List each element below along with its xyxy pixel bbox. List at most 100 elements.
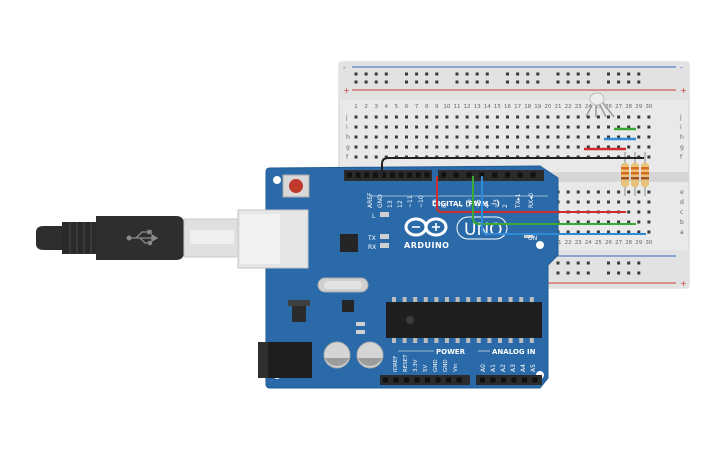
breadboard-hole[interactable] (627, 210, 631, 214)
breadboard-hole[interactable] (354, 145, 358, 149)
rail-hole[interactable] (415, 80, 419, 84)
breadboard-hole[interactable] (607, 145, 610, 149)
breadboard-hole[interactable] (576, 135, 580, 139)
analog-pin-header[interactable] (476, 375, 542, 385)
breadboard-hole[interactable] (506, 145, 509, 149)
breadboard-hole[interactable] (405, 115, 408, 119)
breadboard-hole[interactable] (475, 135, 479, 139)
breadboard-hole[interactable] (627, 190, 631, 194)
breadboard-hole[interactable] (536, 145, 540, 149)
rail-hole[interactable] (566, 80, 570, 84)
breadboard-hole[interactable] (647, 200, 651, 204)
digital-pin-socket[interactable] (530, 172, 536, 178)
rail-hole[interactable] (576, 261, 580, 265)
digital-pin-socket[interactable] (441, 172, 446, 178)
breadboard-hole[interactable] (475, 125, 479, 129)
digital-pin-socket[interactable] (505, 172, 510, 178)
breadboard-hole[interactable] (637, 210, 641, 214)
analog-pin-socket[interactable] (532, 377, 538, 383)
breadboard-hole[interactable] (546, 135, 550, 139)
red-wire[interactable] (436, 176, 626, 213)
breadboard-hole[interactable] (596, 115, 600, 119)
breadboard-hole[interactable] (627, 135, 631, 139)
rail-hole[interactable] (405, 72, 408, 76)
breadboard-hole[interactable] (627, 125, 631, 129)
breadboard-hole[interactable] (586, 145, 590, 149)
breadboard-hole[interactable] (647, 155, 651, 159)
breadboard-hole[interactable] (415, 125, 419, 129)
breadboard-hole[interactable] (526, 145, 530, 149)
breadboard-hole[interactable] (617, 115, 621, 119)
breadboard-hole[interactable] (637, 115, 641, 119)
rail-hole[interactable] (485, 80, 489, 84)
breadboard-hole[interactable] (596, 145, 600, 149)
breadboard-hole[interactable] (536, 135, 540, 139)
breadboard-hole[interactable] (596, 190, 600, 194)
breadboard-hole[interactable] (607, 200, 610, 204)
analog-pin-socket[interactable] (522, 377, 527, 383)
breadboard-hole[interactable] (576, 230, 580, 234)
rail-hole[interactable] (617, 80, 621, 84)
breadboard-hole[interactable] (566, 190, 570, 194)
breadboard-hole[interactable] (374, 145, 378, 149)
breadboard-hole[interactable] (485, 145, 489, 149)
breadboard-hole[interactable] (617, 200, 621, 204)
breadboard-hole[interactable] (506, 115, 509, 119)
power-pin-socket[interactable] (435, 377, 441, 383)
breadboard-hole[interactable] (374, 155, 378, 159)
rail-hole[interactable] (405, 80, 408, 84)
rail-hole[interactable] (556, 271, 560, 275)
rail-hole[interactable] (425, 72, 429, 76)
breadboard-hole[interactable] (405, 135, 408, 139)
rail-hole[interactable] (465, 72, 469, 76)
rail-hole[interactable] (627, 72, 631, 76)
breadboard-hole[interactable] (536, 125, 540, 129)
breadboard-hole[interactable] (506, 125, 509, 129)
breadboard-hole[interactable] (394, 145, 398, 149)
digital-pin-socket[interactable] (424, 172, 430, 178)
digital-pin-socket[interactable] (347, 172, 352, 178)
breadboard-hole[interactable] (607, 220, 610, 224)
breadboard-hole[interactable] (647, 125, 651, 129)
digital-pin-socket[interactable] (381, 172, 387, 178)
breadboard-hole[interactable] (627, 145, 631, 149)
digital-pin-socket[interactable] (398, 172, 404, 178)
digital-pin-socket[interactable] (364, 172, 370, 178)
breadboard-hole[interactable] (586, 135, 590, 139)
breadboard-hole[interactable] (556, 115, 560, 119)
rail-hole[interactable] (566, 261, 570, 265)
breadboard-hole[interactable] (516, 145, 520, 149)
breadboard-hole[interactable] (516, 115, 520, 119)
breadboard-hole[interactable] (485, 115, 489, 119)
breadboard-hole[interactable] (647, 190, 651, 194)
rail-hole[interactable] (475, 72, 479, 76)
analog-pin-socket[interactable] (490, 377, 496, 383)
bottom-pin-sockets[interactable] (383, 377, 538, 383)
rail-hole[interactable] (627, 271, 631, 275)
breadboard-hole[interactable] (576, 220, 580, 224)
breadboard-hole[interactable] (617, 230, 621, 234)
digital-pin-socket[interactable] (517, 172, 523, 178)
breadboard-hole[interactable] (607, 125, 610, 129)
rail-hole[interactable] (364, 72, 368, 76)
breadboard-hole[interactable] (566, 230, 570, 234)
power-pin-socket[interactable] (425, 377, 430, 383)
breadboard-hole[interactable] (627, 200, 631, 204)
rail-hole[interactable] (374, 72, 378, 76)
digital-pin-socket[interactable] (355, 172, 361, 178)
breadboard-hole[interactable] (576, 200, 580, 204)
digital-pin-header-2[interactable] (438, 170, 544, 181)
rail-hole[interactable] (536, 80, 540, 84)
breadboard-hole[interactable] (617, 190, 621, 194)
breadboard-hole[interactable] (576, 115, 580, 119)
breadboard-hole[interactable] (516, 125, 520, 129)
digital-pin-header-1[interactable] (344, 170, 432, 181)
analog-pin-socket[interactable] (501, 377, 506, 383)
breadboard-hole[interactable] (637, 230, 641, 234)
breadboard-hole[interactable] (384, 145, 388, 149)
breadboard-hole[interactable] (586, 230, 590, 234)
breadboard-hole[interactable] (495, 135, 499, 139)
breadboard-hole[interactable] (405, 125, 408, 129)
breadboard-hole[interactable] (364, 135, 368, 139)
arduino-uno-board[interactable]: L TX RX ON ARDUINO UNO DIGITAL (PWM ~) A… (237, 165, 559, 389)
